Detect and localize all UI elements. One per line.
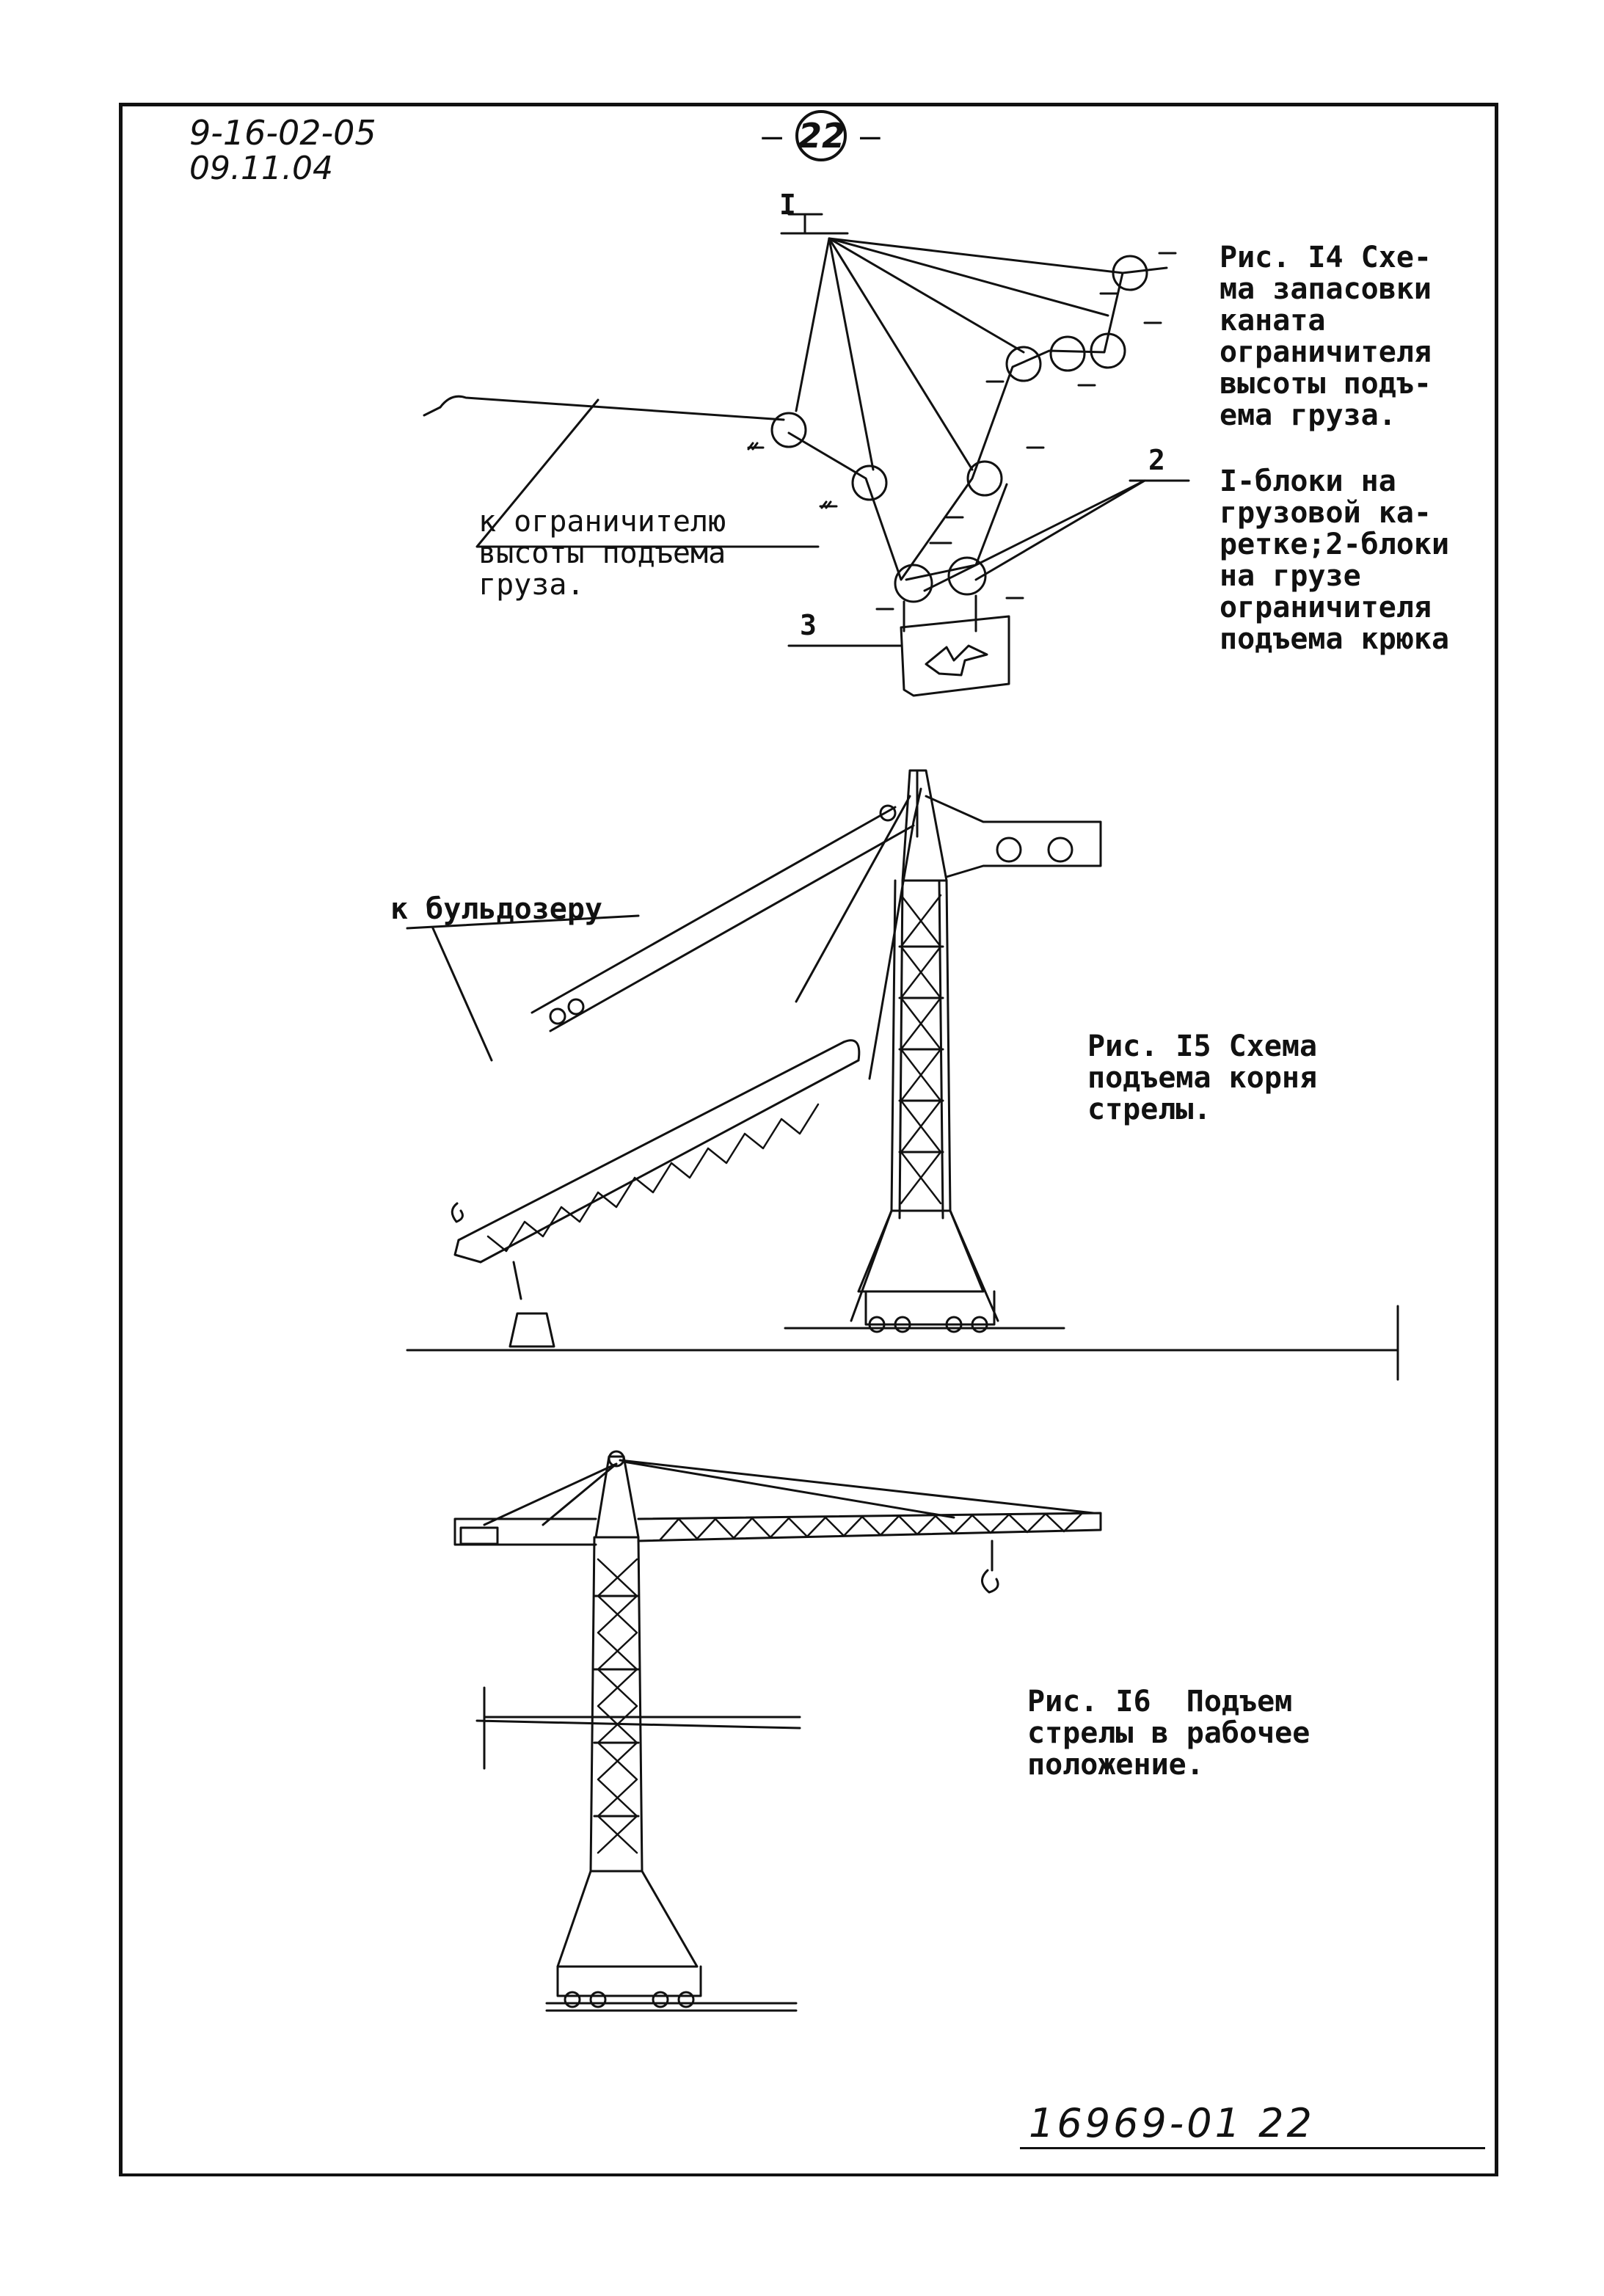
fig16-boom bbox=[637, 1512, 1102, 1542]
fig14-sheave bbox=[1005, 346, 1042, 382]
page-frame bbox=[119, 103, 1498, 2176]
document-code: 9-16-02-05 bbox=[189, 113, 376, 153]
fig14-label-to-limiter: к ограничителю высоты подъема груза. bbox=[478, 505, 726, 602]
fig15-lower-boom bbox=[457, 1041, 860, 1264]
fig14-leader-2b bbox=[923, 479, 1146, 592]
fig15-leader-bulldozer bbox=[406, 914, 640, 1062]
archive-underline bbox=[1020, 2147, 1485, 2149]
fig14-caption: Рис. I4 Схе- ма запасовки каната огранич… bbox=[1220, 241, 1432, 432]
fig14-sheave bbox=[1090, 332, 1126, 369]
fig14-sheave bbox=[851, 464, 888, 501]
fig15-label-bulldozer: к бульдозеру bbox=[390, 892, 602, 926]
fig15-boom-root bbox=[531, 806, 915, 1032]
fig14-legend: I-блоки на грузовой ка- ретке;2-блоки на… bbox=[1220, 464, 1450, 656]
fig14-anchor bbox=[780, 213, 849, 235]
fig14-marker-1: I bbox=[779, 189, 796, 221]
fig14-sheave bbox=[947, 556, 987, 596]
page-number: –22– bbox=[751, 110, 891, 161]
fig14-sheave bbox=[966, 460, 1003, 497]
fig14-weight-box bbox=[900, 615, 1010, 697]
fig14-leader-2a bbox=[974, 479, 1146, 581]
fig15-caption: Рис. I5 Схема подъема корня стрелы. bbox=[1087, 1029, 1318, 1126]
fig14-marker-3: 3 bbox=[800, 609, 817, 641]
fig14-leader-limiter bbox=[475, 398, 820, 548]
fig14-sheave bbox=[770, 412, 807, 448]
fig14-marker-2: 2 bbox=[1148, 444, 1165, 476]
page-number-value: 22 bbox=[795, 110, 847, 161]
archive-code: 16969-01 22 bbox=[1029, 2100, 1315, 2146]
fig14-reeving-diagram bbox=[423, 213, 1190, 697]
document-date: 09.11.04 bbox=[189, 150, 333, 187]
fig14-sheave bbox=[1049, 335, 1086, 372]
fig15-crane-diagram bbox=[406, 769, 1399, 1381]
fig16-caption: Рис. I6 Подъем стрелы в рабочее положени… bbox=[1027, 1685, 1310, 1782]
fig16-crane-diagram bbox=[453, 1450, 1102, 2012]
fig14-sheave bbox=[1112, 255, 1148, 291]
fig14-sheave bbox=[894, 564, 933, 603]
